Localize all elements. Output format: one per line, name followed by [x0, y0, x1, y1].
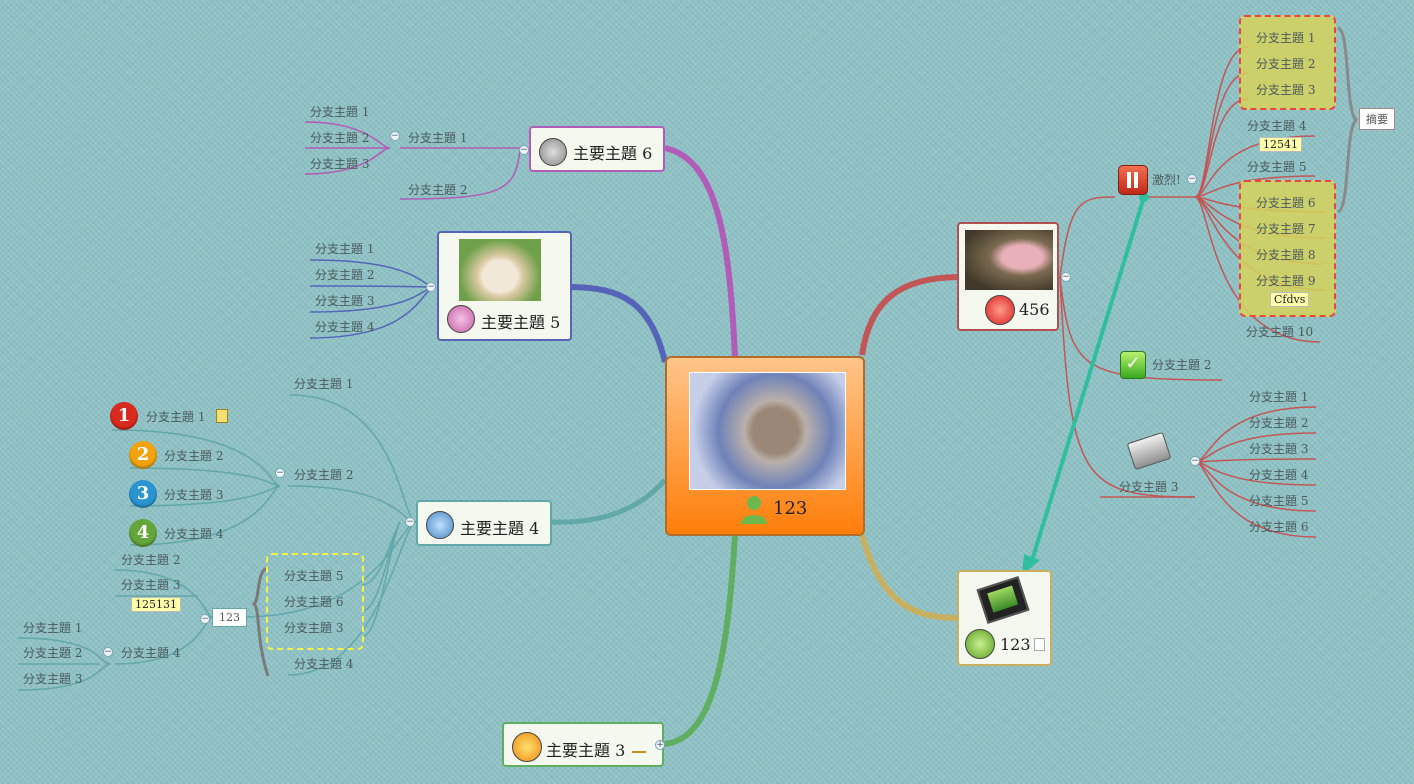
branch-label[interactable]: 分支主題 4: [121, 646, 181, 660]
note-label: Cfdvs: [1270, 292, 1310, 307]
note-icon[interactable]: [216, 409, 228, 423]
collapse-toggle[interactable]: −: [390, 131, 400, 141]
film-strip-icon: [976, 576, 1030, 624]
priority-4-icon: 4: [129, 519, 157, 547]
branch-label[interactable]: 分支主題 6: [284, 595, 344, 609]
branch-label[interactable]: 分支主題 1: [1256, 31, 1316, 45]
main-topic-4[interactable]: 主要主題 4: [416, 500, 552, 546]
main-topic-3[interactable]: 主要主題 3: [502, 722, 664, 767]
main-topic-456-label: 456: [1019, 300, 1050, 319]
summary-node[interactable]: 摘要: [1359, 108, 1395, 130]
branch-label[interactable]: 分支主題 2: [315, 268, 375, 282]
main-topic-456[interactable]: 456: [957, 222, 1059, 331]
angry-face-icon: [985, 295, 1015, 325]
branch-label[interactable]: 分支主題 4: [1249, 468, 1309, 482]
central-label: 123: [773, 498, 808, 519]
topic-123-node[interactable]: 123: [212, 608, 247, 627]
branch-label[interactable]: 分支主題 3: [284, 621, 344, 635]
chart-icon: [632, 739, 646, 753]
branch-label[interactable]: 分支主題 3: [1249, 442, 1309, 456]
branch-label[interactable]: 分支主題 2: [1249, 416, 1309, 430]
branch-label[interactable]: 分支主題 1: [146, 410, 206, 424]
collapse-toggle[interactable]: −: [426, 282, 436, 292]
main-topic-4-label: 主要主題 4: [460, 519, 540, 538]
puppy-image: [459, 239, 541, 301]
branch-label[interactable]: 分支主題 2: [164, 449, 224, 463]
collapse-toggle[interactable]: −: [103, 647, 113, 657]
branch-label[interactable]: 分支主題 3: [23, 672, 83, 686]
collapse-toggle[interactable]: −: [405, 517, 415, 527]
main-topic-film[interactable]: 123: [957, 570, 1052, 666]
sleeping-face-icon: [539, 138, 567, 166]
main-topic-5[interactable]: 主要主題 5: [437, 231, 572, 341]
kitten-image: [689, 372, 846, 490]
main-topic-3-label: 主要主題 3: [546, 741, 626, 760]
branch-label[interactable]: 分支主題 2: [1152, 358, 1212, 372]
pig-image: [965, 230, 1053, 290]
laughing-face-icon: [512, 732, 542, 762]
main-topic-5-label: 主要主題 5: [481, 313, 561, 332]
branch-label[interactable]: 分支主題 4: [164, 527, 224, 541]
branch-label[interactable]: 分支主題 6: [1256, 196, 1316, 210]
branch-label[interactable]: 分支主題 1: [294, 377, 354, 391]
main-topic-film-label: 123: [1000, 635, 1031, 654]
branch-label[interactable]: 分支主題 3: [315, 294, 375, 308]
collapse-toggle[interactable]: −: [1190, 456, 1200, 466]
smile-face-icon: [965, 629, 995, 659]
branch-label[interactable]: 分支主題 4: [294, 657, 354, 671]
user-icon: [739, 494, 769, 524]
main-topic-6-label: 主要主題 6: [573, 144, 653, 163]
branch-label[interactable]: 分支主題 6: [1249, 520, 1309, 534]
branch-label[interactable]: 分支主題 2: [310, 131, 370, 145]
branch-label[interactable]: 分支主題 5: [1247, 160, 1307, 174]
expand-toggle[interactable]: +: [655, 740, 665, 750]
branch-label[interactable]: 分支主題 3: [1256, 83, 1316, 97]
main-topic-6[interactable]: 主要主題 6: [529, 126, 665, 172]
collapse-toggle[interactable]: −: [519, 145, 529, 155]
branch-label[interactable]: 分支主題 2: [121, 553, 181, 567]
pause-icon[interactable]: [1118, 165, 1148, 195]
branch-label[interactable]: 分支主題 2: [294, 468, 354, 482]
branch-label[interactable]: 分支主題 1: [23, 621, 83, 635]
branch-label[interactable]: 分支主題 5: [284, 569, 344, 583]
branch-label[interactable]: 分支主題 3: [121, 578, 181, 592]
branch-label[interactable]: 分支主題 3: [1119, 480, 1179, 494]
branch-label[interactable]: 分支主題 4: [315, 320, 375, 334]
note-label: 12541: [1259, 137, 1302, 152]
branch-label[interactable]: 分支主題 2: [1256, 57, 1316, 71]
collapse-toggle[interactable]: −: [1187, 174, 1197, 184]
branch-label[interactable]: 分支主題 3: [164, 488, 224, 502]
branch-label[interactable]: 分支主題 9: [1256, 274, 1316, 288]
crying-face-icon: [426, 511, 454, 539]
collapse-toggle[interactable]: −: [1061, 272, 1071, 282]
branch-label[interactable]: 分支主題 7: [1256, 222, 1316, 236]
branch-label[interactable]: 分支主題 5: [1249, 494, 1309, 508]
note-label: 125131: [131, 597, 181, 612]
priority-1-icon: 1: [110, 402, 138, 430]
boundary-red-bottom: [1239, 180, 1336, 317]
branch-label[interactable]: 分支主題 1: [408, 131, 468, 145]
central-topic[interactable]: 123: [665, 356, 865, 536]
branch-label[interactable]: 分支主題 8: [1256, 248, 1316, 262]
branch-label[interactable]: 分支主題 2: [408, 183, 468, 197]
boundary-red-top: [1239, 15, 1336, 110]
document-icon[interactable]: [1034, 638, 1045, 651]
surprised-face-icon: [447, 305, 475, 333]
branch-label[interactable]: 分支主題 1: [1249, 390, 1309, 404]
branch-label[interactable]: 分支主題 2: [23, 646, 83, 660]
priority-3-icon: 3: [129, 480, 157, 508]
collapse-toggle[interactable]: −: [275, 468, 285, 478]
branch-label[interactable]: 分支主題 1: [315, 242, 375, 256]
branch-label[interactable]: 激烈!: [1152, 173, 1181, 187]
branch-label[interactable]: 分支主題 3: [310, 157, 370, 171]
collapse-toggle[interactable]: −: [200, 614, 210, 624]
branch-label[interactable]: 分支主題 10: [1246, 325, 1314, 339]
checkmark-icon[interactable]: ✓: [1120, 351, 1146, 379]
boundary-yellow: [266, 553, 364, 650]
branch-label[interactable]: 分支主題 4: [1247, 119, 1307, 133]
priority-2-icon: 2: [129, 441, 157, 469]
branch-label[interactable]: 分支主題 1: [310, 105, 370, 119]
